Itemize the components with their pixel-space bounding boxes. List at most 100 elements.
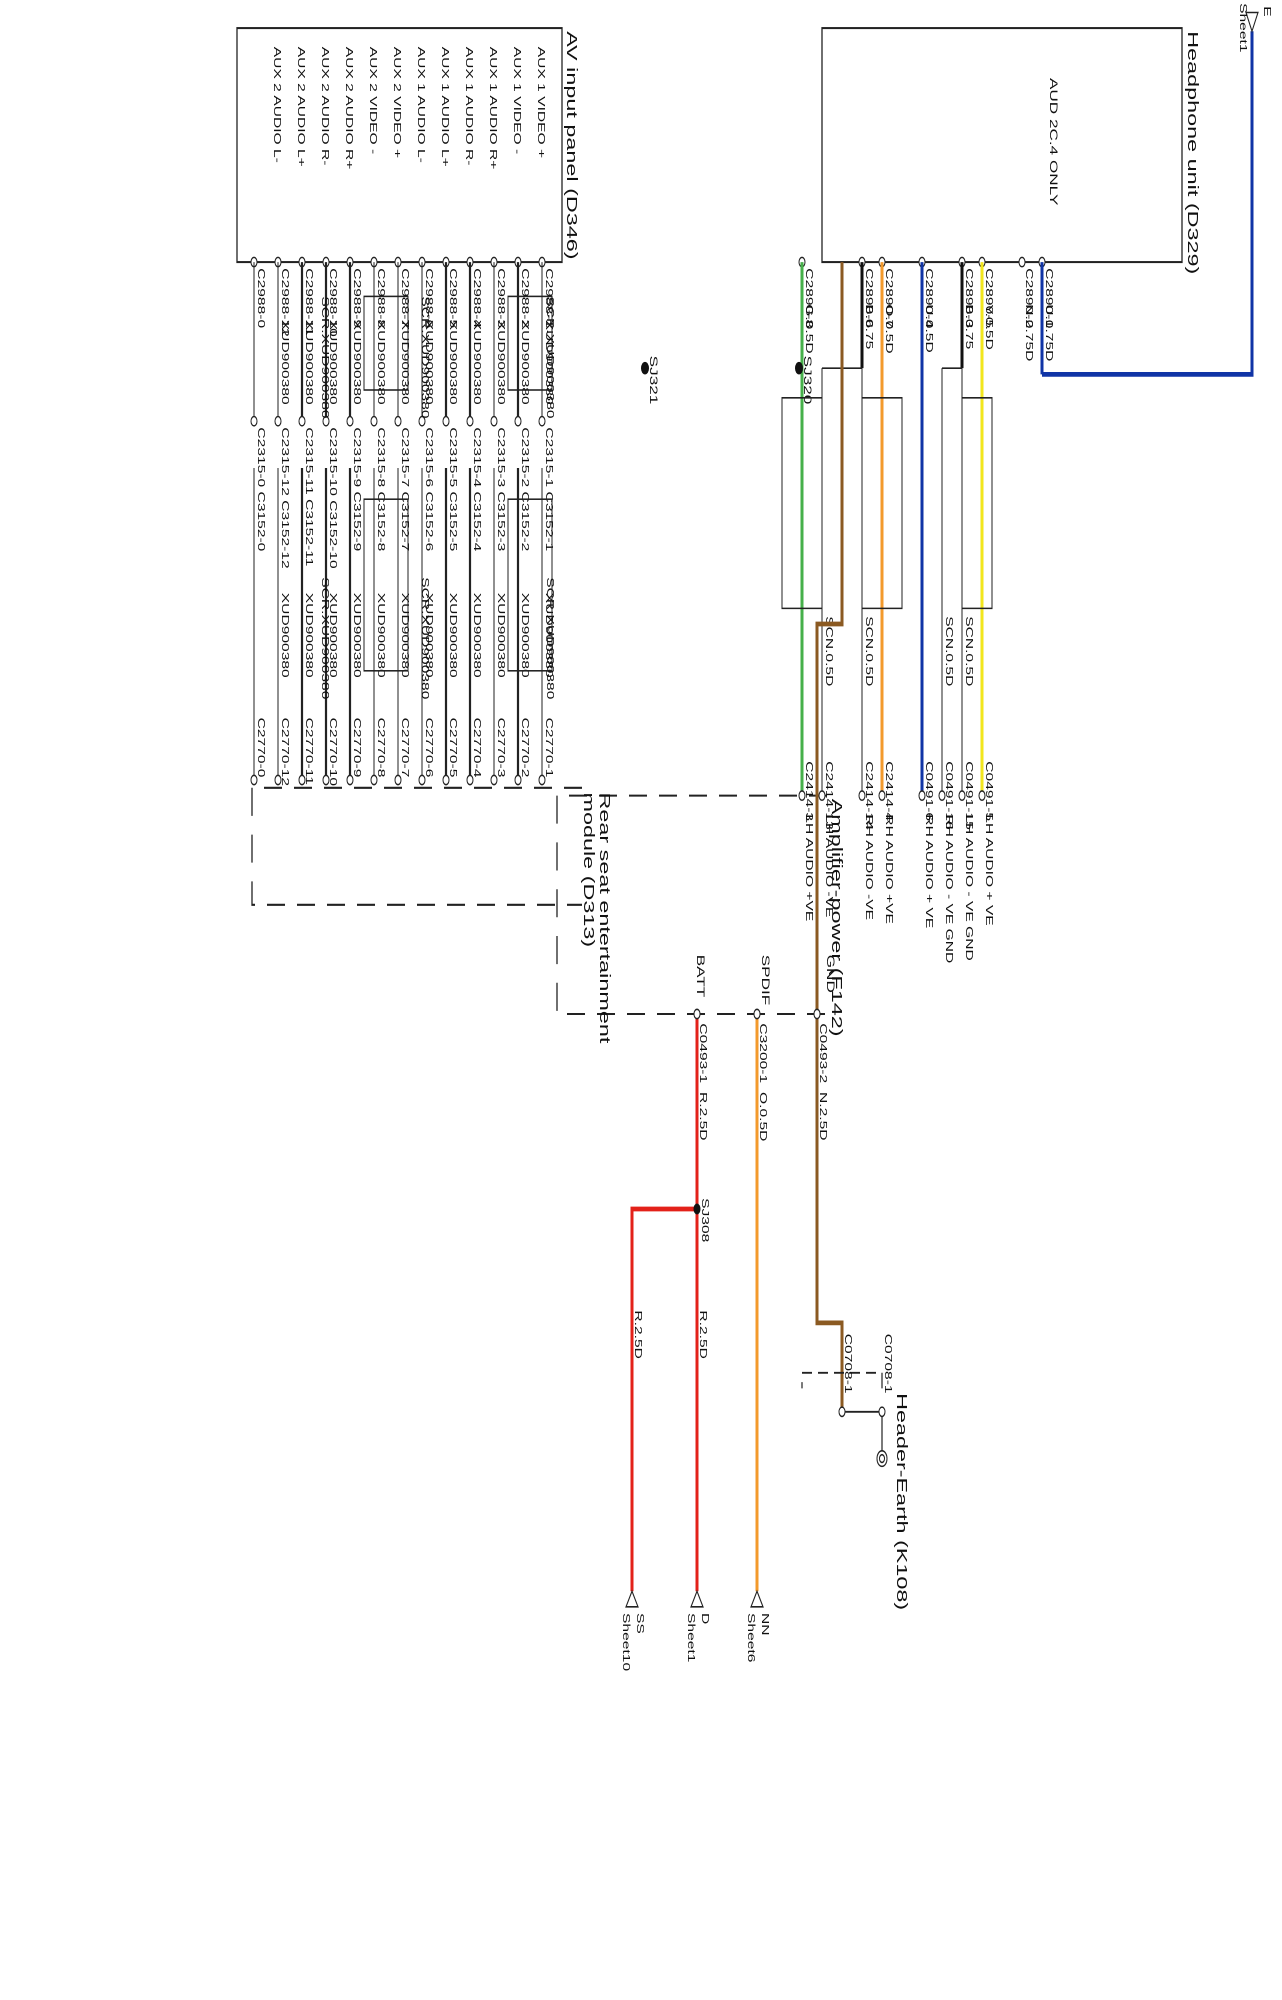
rse-pin-5-icon — [418, 774, 426, 786]
rse-pin-3-icon — [466, 774, 474, 786]
rse-pin-10-icon — [298, 774, 306, 786]
earth-pin-b-icon — [878, 1406, 886, 1418]
amp-pin-1: C0491-5 — [984, 761, 995, 821]
inline-xud-label-11: XUD900380 — [304, 593, 315, 678]
headphone-pin-2: C2890-2 — [1024, 268, 1035, 328]
av-pin-12: C2988-0 — [256, 268, 267, 328]
amp-pin-2: C0491-15 — [964, 761, 975, 829]
rse-title-line1: Rear seat entertainment — [596, 792, 613, 1044]
amp-spdif-label: SPDIF — [759, 955, 771, 1006]
red-wire-batt-ss — [630, 1206, 697, 1592]
amp-pin-3-icon — [938, 790, 946, 802]
amp-batt-label: BATT — [694, 955, 706, 998]
inline-pin-10-icon — [298, 415, 306, 427]
av-xud-label-10: XUD900380 — [328, 320, 339, 405]
rse-pin-11: C2770-12 — [280, 718, 291, 786]
splice-sj321 — [641, 361, 649, 375]
blue-wire-to-sheet1 — [1172, 31, 1254, 377]
sheet-name-e: Sheet1 — [1238, 3, 1249, 52]
amp-pin-5-icon — [878, 790, 886, 802]
amp-pin-2-icon — [958, 790, 966, 802]
inline-pin-6: C2315-7 C3152-7 — [400, 427, 411, 551]
amp-pin-7: C2414-13 — [824, 761, 835, 829]
headphone-wire-label-6: O.0.5D — [884, 304, 895, 353]
amplifier-box — [556, 794, 827, 1016]
earth-pin-a-icon — [838, 1406, 846, 1418]
rse-pin-12-icon — [250, 774, 258, 786]
inline-pin-3-icon — [466, 415, 474, 427]
shield-box-3 — [781, 397, 822, 610]
amp-spdif-pin-icon — [753, 1008, 761, 1020]
inline-xud-label-2: XUD900380 — [520, 593, 531, 678]
av-xud-label-11: XUD900380 — [304, 320, 315, 405]
amp-input-label-8: LH AUDIO +VE — [804, 814, 815, 921]
amp-pin-5: C2414-4 — [884, 761, 895, 821]
inline-pin-10: C2315-11 C3152-11 — [304, 427, 315, 566]
rotated-schematic: Headphone unit (D329) AUD 2C.4 ONLY C289… — [236, 3, 1273, 1671]
av-xud-label-12: XUD900380 — [280, 320, 291, 405]
av-shield-b-0 — [507, 498, 553, 672]
amp-spdif-pin: C3200-1 — [758, 1023, 769, 1083]
amp-batt-pin-icon — [693, 1008, 701, 1020]
headphone-pin-4: C2890-3 — [964, 268, 975, 328]
rse-pin-10: C2770-11 — [304, 718, 315, 785]
brown-wire-headphone-ground — [815, 262, 844, 1014]
rse-pin-7-icon — [370, 774, 378, 786]
headphone-wire-label-5: U.0.5D — [924, 304, 935, 353]
av-signal-6: AUX 1 AUDIO L- — [416, 47, 427, 163]
headphone-pin-7: C2890-6 — [864, 268, 875, 328]
earth-bracket — [801, 1371, 883, 1389]
amp-input-label-2: LH AUDIO - VE GND — [964, 814, 975, 960]
inline-pin-4: C2315-5 C3152-5 — [448, 427, 459, 551]
red-wire-d-label: R.2.5D — [698, 1310, 709, 1359]
inline-scr-label-1: SCR.XUD900380 — [545, 577, 556, 699]
av-panel-title: AV input panel (D346) — [563, 31, 580, 259]
av-signal-4: AUX 1 AUDIO R- — [464, 47, 475, 166]
headphone-pin-1: C2890-1 — [1044, 268, 1055, 328]
inline-pin-7: C2315-8 C3152-8 — [376, 427, 387, 551]
headphone-wire-label-4: B.0.75 — [964, 304, 975, 349]
headphone-unit-box — [821, 27, 1183, 264]
av-xud-label-7: XUD900380 — [400, 320, 411, 405]
inline-pin-8-icon — [346, 415, 354, 427]
av-pin-6: C2988-7 — [400, 268, 411, 328]
sheet-arrow-ss — [625, 1589, 639, 1608]
amp-input-label-1: LH AUDIO + VE — [984, 814, 995, 926]
inline-pin-5: C2315-6 C3152-6 — [424, 427, 435, 551]
amp-batt-pin: C0493-1 — [698, 1023, 709, 1083]
av-signal-5: AUX 1 AUDIO L+ — [440, 47, 451, 167]
rse-pin-2-icon — [490, 774, 498, 786]
amp-pin-4: C0491-6 — [924, 761, 935, 821]
av-pin-9: C2988-10 — [328, 268, 339, 336]
splice-sj308 — [693, 1203, 701, 1215]
splice-sj320-label: SJ320 — [801, 356, 813, 405]
rse-pin-6-icon — [394, 774, 402, 786]
sheet-name-d: Sheet1 — [686, 1613, 697, 1662]
earth-title: Header-Earth (K108) — [893, 1393, 910, 1610]
av-signal-8: AUX 2 VIDEO - — [368, 47, 379, 154]
inline-xud-label-8: XUD900380 — [376, 593, 387, 678]
headphone-wire-label-8: G.0.5D — [804, 304, 815, 353]
rse-pin-8-icon — [346, 774, 354, 786]
av-scr-label-2: SCR.XUD900380 — [420, 296, 431, 418]
inline-pin-9: C2315-10 C3152-10 — [328, 427, 339, 568]
inline-pin-1-icon — [514, 415, 522, 427]
av-pin-5: C2988-6 — [424, 268, 435, 328]
amp-gnd-pin-icon — [813, 1008, 821, 1020]
headphone-pin-5: C2890-4 — [924, 268, 935, 328]
av-signal-2: AUX 1 VIDEO - — [512, 47, 523, 154]
splice-sj320 — [795, 361, 803, 375]
av-pin-4: C2988-5 — [448, 268, 459, 328]
av-pin-0: C2988-1 — [544, 268, 555, 328]
amp-gnd-wire: N.2.5D — [818, 1092, 829, 1141]
inline-pin-9-icon — [322, 415, 330, 427]
headphone-wires: U.0.75DN.0.75DY.0.5DB.0.75U.0.5DO.0.5DB.… — [800, 262, 1172, 796]
av-pin-7: C2988-8 — [376, 268, 387, 328]
sheet-name-nn: Sheet6 — [746, 1613, 757, 1662]
headphone-wire-label-1: U.0.75D — [1044, 304, 1055, 361]
inline-pin-12: C2315-0 C3152-0 — [256, 427, 267, 551]
inline-xud-label-5: XUD900380 — [448, 593, 459, 678]
amp-scn-label-2: SCN.0.5D — [944, 616, 955, 686]
headphone-pins: C2890-1C2890-2C2890-5C2890-3C2890-4C2890… — [798, 256, 1055, 328]
